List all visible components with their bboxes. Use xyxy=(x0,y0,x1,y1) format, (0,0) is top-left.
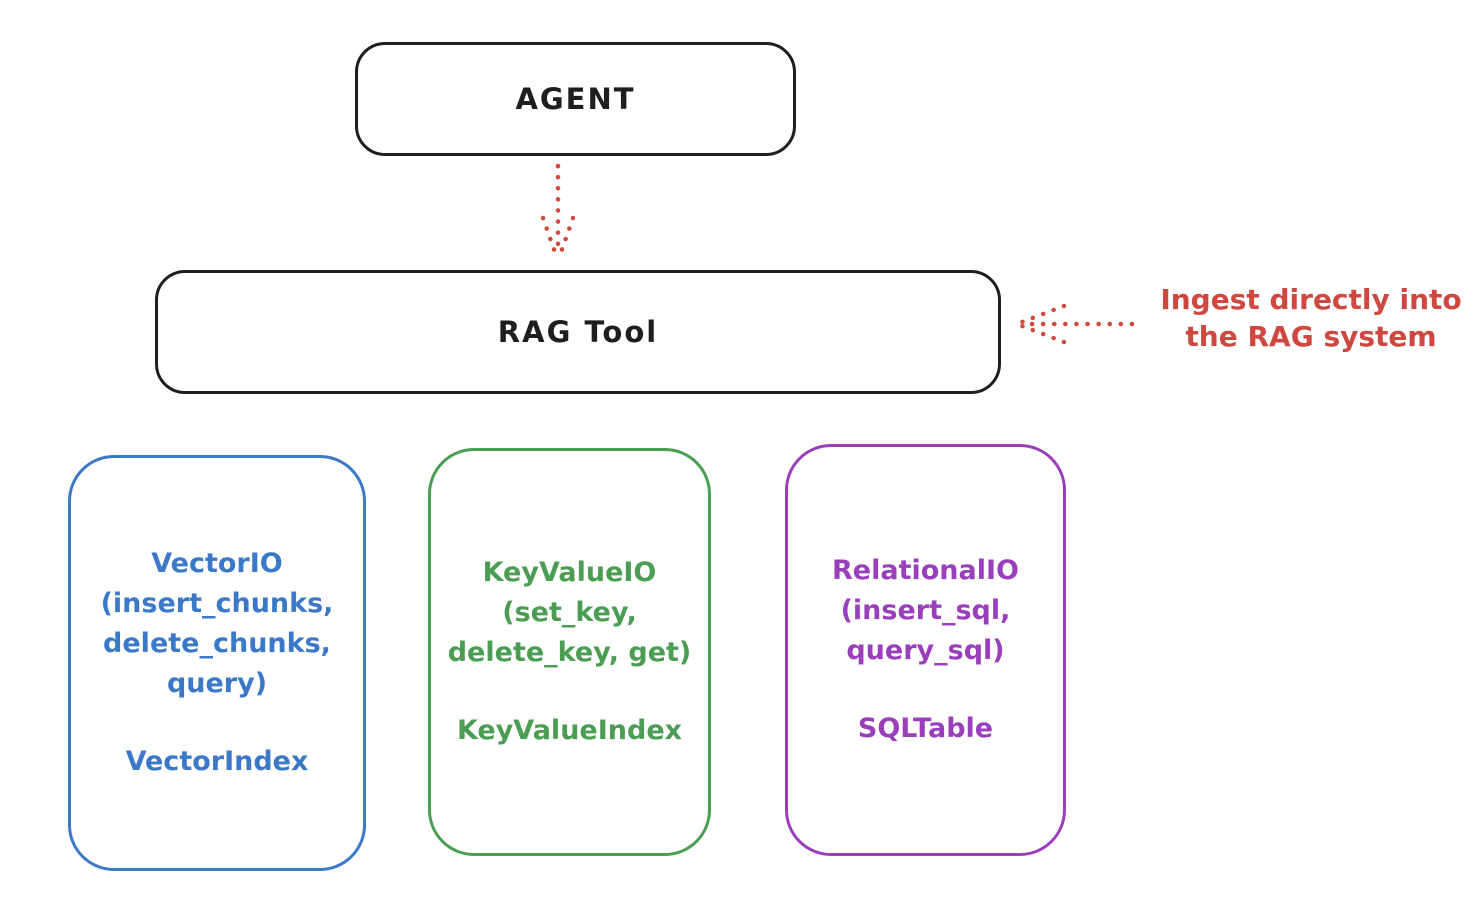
ingest-annotation-line1: Ingest directly into xyxy=(1160,283,1462,316)
vector-io-methods-line2: delete_chunks, xyxy=(103,628,331,659)
vector-io-signature: VectorIO (insert_chunks, delete_chunks, … xyxy=(101,544,334,704)
relational-io-title: RelationalIO xyxy=(832,555,1019,586)
vector-io-title: VectorIO xyxy=(151,548,283,579)
keyvalue-io-methods-line1: (set_key, xyxy=(502,597,637,628)
relational-io-node: RelationalIO (insert_sql, query_sql) SQL… xyxy=(785,444,1066,856)
relational-io-methods-line1: (insert_sql, xyxy=(840,595,1011,626)
vector-io-methods-line3: query) xyxy=(166,668,268,699)
agent-node: AGENT xyxy=(355,42,796,156)
rag-tool-node: RAG Tool xyxy=(155,270,1001,394)
relational-io-methods-line2: query_sql) xyxy=(846,635,1005,666)
vector-io-node: VectorIO (insert_chunks, delete_chunks, … xyxy=(68,455,366,871)
vector-index-label: VectorIndex xyxy=(125,746,309,777)
ingest-annotation: Ingest directly into the RAG system xyxy=(1138,281,1484,355)
ingest-annotation-line2: the RAG system xyxy=(1185,320,1437,353)
arrow-left-dotted-icon xyxy=(1019,303,1135,345)
keyvalue-io-signature: KeyValueIO (set_key, delete_key, get) xyxy=(448,553,692,673)
keyvalue-io-methods-line2: delete_key, get) xyxy=(447,637,692,668)
rag-tool-label: RAG Tool xyxy=(497,315,659,349)
keyvalue-io-title: KeyValueIO xyxy=(482,557,657,588)
agent-label: AGENT xyxy=(515,82,636,116)
relational-io-signature: RelationalIO (insert_sql, query_sql) xyxy=(832,551,1019,671)
sql-table-label: SQLTable xyxy=(857,713,994,744)
arrow-down-dotted-icon xyxy=(540,163,576,261)
keyvalue-io-node: KeyValueIO (set_key, delete_key, get) Ke… xyxy=(428,448,711,856)
keyvalue-index-label: KeyValueIndex xyxy=(456,715,683,746)
vector-io-methods-line1: (insert_chunks, xyxy=(100,588,334,619)
